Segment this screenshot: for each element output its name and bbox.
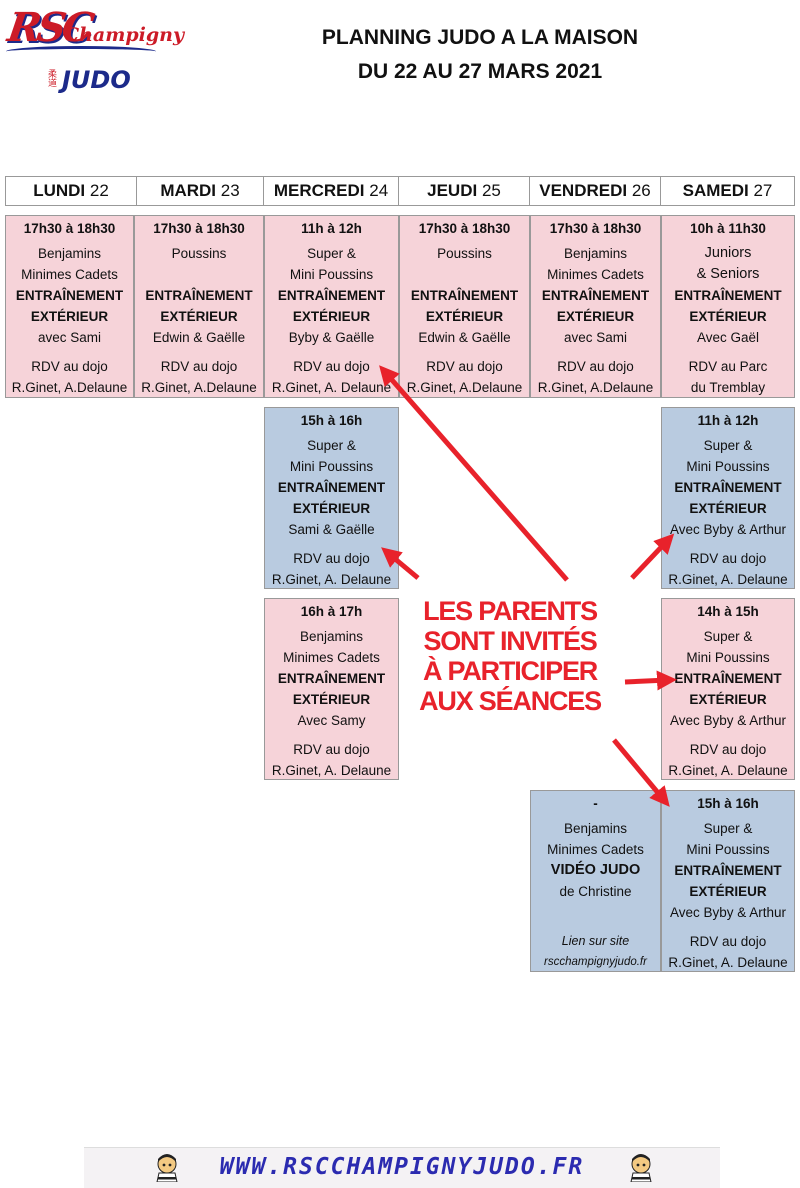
session-mardi-1: 17h30 à 18h30 Poussins ENTRAÎNEMENT EXTÉ… bbox=[134, 215, 264, 398]
parents-invitation: LES PARENTS SONT INVITÉS À PARTICIPER AU… bbox=[405, 596, 615, 716]
day-header-vendredi: VENDREDI 26 bbox=[529, 176, 661, 206]
arrow-to-mercredi-2 bbox=[381, 547, 420, 580]
arrow-to-samedi-3 bbox=[624, 670, 677, 691]
club-logo: RSC Champigny 柔道 JUDO bbox=[4, 4, 184, 96]
arrow-to-samedi-4 bbox=[612, 738, 670, 807]
days-header-row: LUNDI 22 MARDI 23 MERCREDI 24 JEUDI 25 V… bbox=[5, 176, 795, 206]
footer-banner: WWW.RSCCHAMPIGNYJUDO.FR bbox=[84, 1147, 720, 1188]
page-title-line2: DU 22 AU 27 MARS 2021 bbox=[357, 60, 603, 83]
session-samedi-1: 10h à 11h30 Juniors & Seniors ENTRAÎNEME… bbox=[661, 215, 795, 398]
day-header-samedi: SAMEDI 27 bbox=[660, 176, 795, 206]
session-jeudi-1: 17h30 à 18h30 Poussins ENTRAÎNEMENT EXTÉ… bbox=[399, 215, 530, 398]
invite-line-3: À PARTICIPER bbox=[422, 656, 598, 686]
day-header-jeudi: JEUDI 25 bbox=[398, 176, 530, 206]
judoka-mascot-icon bbox=[630, 1154, 652, 1182]
arrow-to-samedi-2 bbox=[630, 533, 675, 580]
logo-kanji: 柔道 bbox=[48, 69, 58, 88]
session-samedi-4: 15h à 16h Super & Mini Poussins ENTRAÎNE… bbox=[661, 790, 795, 972]
website-url[interactable]: WWW.RSCCHAMPIGNYJUDO.FR bbox=[219, 1154, 585, 1180]
session-vendredi-1: 17h30 à 18h30 Benjamins Minimes Cadets E… bbox=[530, 215, 661, 398]
invite-line-2: SONT INVITÉS bbox=[423, 626, 597, 656]
arrow-to-mercredi-1 bbox=[379, 365, 569, 582]
judoka-mascot-icon bbox=[156, 1154, 178, 1182]
logo-champigny-text: Champigny bbox=[64, 24, 184, 46]
day-header-mercredi: MERCREDI 24 bbox=[263, 176, 399, 206]
session-lundi-1: 17h30 à 18h30 Benjamins Minimes Cadets E… bbox=[5, 215, 134, 398]
session-samedi-2: 11h à 12h Super & Mini Poussins ENTRAÎNE… bbox=[661, 407, 795, 589]
session-vendredi-2: - Benjamins Minimes Cadets VIDÉO JUDO de… bbox=[530, 790, 661, 972]
logo-swoosh bbox=[6, 46, 156, 57]
invite-line-4: AUX SÉANCES bbox=[419, 686, 602, 716]
session-mercredi-2: 15h à 16h Super & Mini Poussins ENTRAÎNE… bbox=[264, 407, 399, 589]
invite-line-1: LES PARENTS bbox=[423, 596, 598, 626]
session-mercredi-3: 16h à 17h Benjamins Minimes Cadets ENTRA… bbox=[264, 598, 399, 780]
page-title-line1: PLANNING JUDO A LA MAISON bbox=[321, 26, 639, 49]
logo-judo-text: JUDO bbox=[62, 66, 131, 94]
day-header-mardi: MARDI 23 bbox=[136, 176, 264, 206]
session-mercredi-1: 11h à 12h Super & Mini Poussins ENTRAÎNE… bbox=[264, 215, 399, 398]
